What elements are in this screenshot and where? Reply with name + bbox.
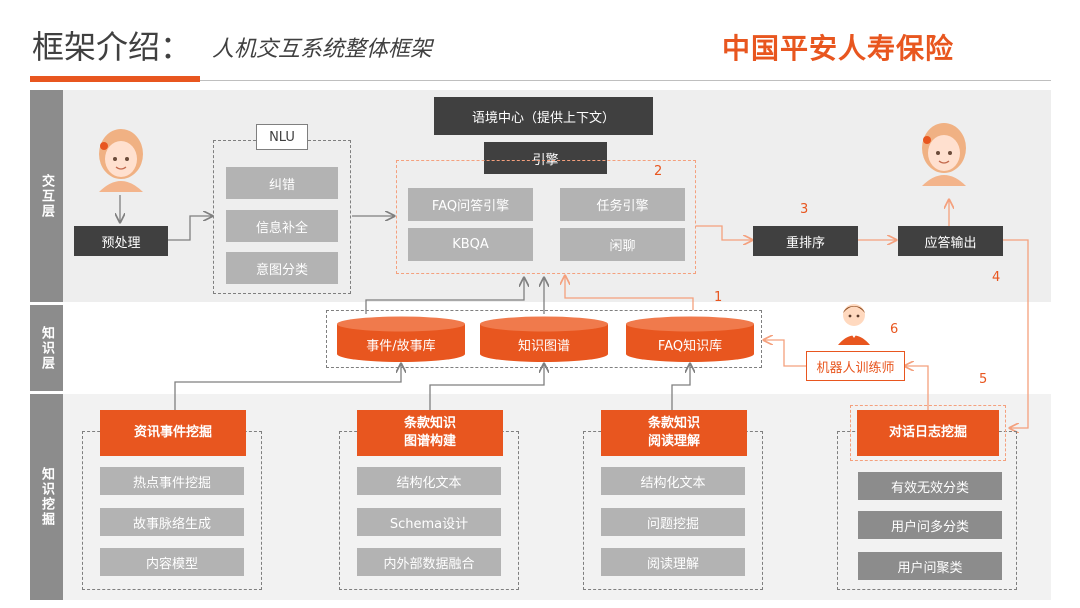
nlu-label: NLU	[256, 124, 308, 150]
mining-group-title-line: 条款知识	[647, 416, 700, 431]
knowledge-db-label: 事件/故事库	[366, 338, 436, 354]
mining-item: 用户问多分类	[858, 511, 1002, 539]
step-number: 1	[714, 290, 723, 305]
database-icon	[480, 316, 608, 362]
mining-item: 用户问聚类	[858, 552, 1002, 580]
layer-label-mining: 知识挖掘	[30, 394, 63, 600]
output-box: 应答输出	[898, 226, 1003, 256]
mining-item: 结构化文本	[601, 467, 745, 495]
step-number: 6	[890, 322, 899, 337]
database-icon	[337, 316, 465, 362]
mining-item: 结构化文本	[357, 467, 501, 495]
nlu-item: 纠错	[226, 167, 338, 199]
mining-item: 故事脉络生成	[100, 508, 244, 536]
database-icon	[626, 316, 754, 362]
mining-item: 内容模型	[100, 548, 244, 576]
engine-item: FAQ问答引擎	[408, 188, 533, 221]
preprocess-box: 预处理	[74, 226, 168, 256]
layer-label-interaction: 交互层	[30, 90, 63, 302]
engine-item: KBQA	[408, 228, 533, 261]
engine-group	[396, 160, 696, 274]
knowledge-db-group	[326, 310, 762, 368]
user-avatar-icon	[99, 129, 143, 192]
company-logo: 中国平安人寿保险	[722, 32, 955, 65]
context-center-box: 语境中心（提供上下文）	[434, 97, 653, 135]
step-number: 2	[654, 164, 663, 179]
mining-item: 阅读理解	[601, 548, 745, 576]
mining-group-title-line: 条款知识	[403, 416, 456, 431]
mining-item: 内外部数据融合	[357, 548, 501, 576]
mining-group-title: 对话日志挖掘	[857, 410, 999, 456]
mining-group-title-line: 阅读理解	[647, 434, 700, 449]
page-subtitle: 人机交互系统整体框架	[212, 37, 433, 62]
step-number: 5	[979, 372, 988, 387]
mining-group-title-line: 图谱构建	[403, 434, 456, 449]
knowledge-db-label: FAQ知识库	[657, 338, 723, 354]
mining-item: 热点事件挖掘	[100, 467, 244, 495]
mining-group-title: 资讯事件挖掘	[100, 410, 246, 456]
title-divider	[200, 80, 1051, 81]
trainer-box: 机器人训练师	[806, 351, 905, 381]
nlu-item: 信息补全	[226, 210, 338, 242]
knowledge-db-label: 知识图谱	[517, 338, 570, 354]
step-number: 4	[992, 270, 1001, 285]
trainer-avatar-icon	[838, 304, 870, 345]
mining-group-title: 条款知识 图谱构建	[357, 410, 503, 456]
dialog-log-highlight	[850, 405, 1006, 461]
title-accent-bar	[30, 76, 200, 82]
mining-item: 问题挖掘	[601, 508, 745, 536]
mining-group-title: 条款知识 阅读理解	[601, 410, 747, 456]
engine-item: 闲聊	[560, 228, 685, 261]
mining-item: 有效无效分类	[858, 472, 1002, 500]
layer-label-knowledge: 知识层	[30, 305, 63, 391]
engine-item: 任务引擎	[560, 188, 685, 221]
page-title: 框架介绍：	[32, 28, 193, 66]
mining-item: Schema设计	[357, 508, 501, 536]
rerank-box: 重排序	[753, 226, 858, 256]
nlu-item: 意图分类	[226, 252, 338, 284]
step-number: 3	[800, 202, 809, 217]
user-avatar-right-icon	[922, 123, 966, 186]
